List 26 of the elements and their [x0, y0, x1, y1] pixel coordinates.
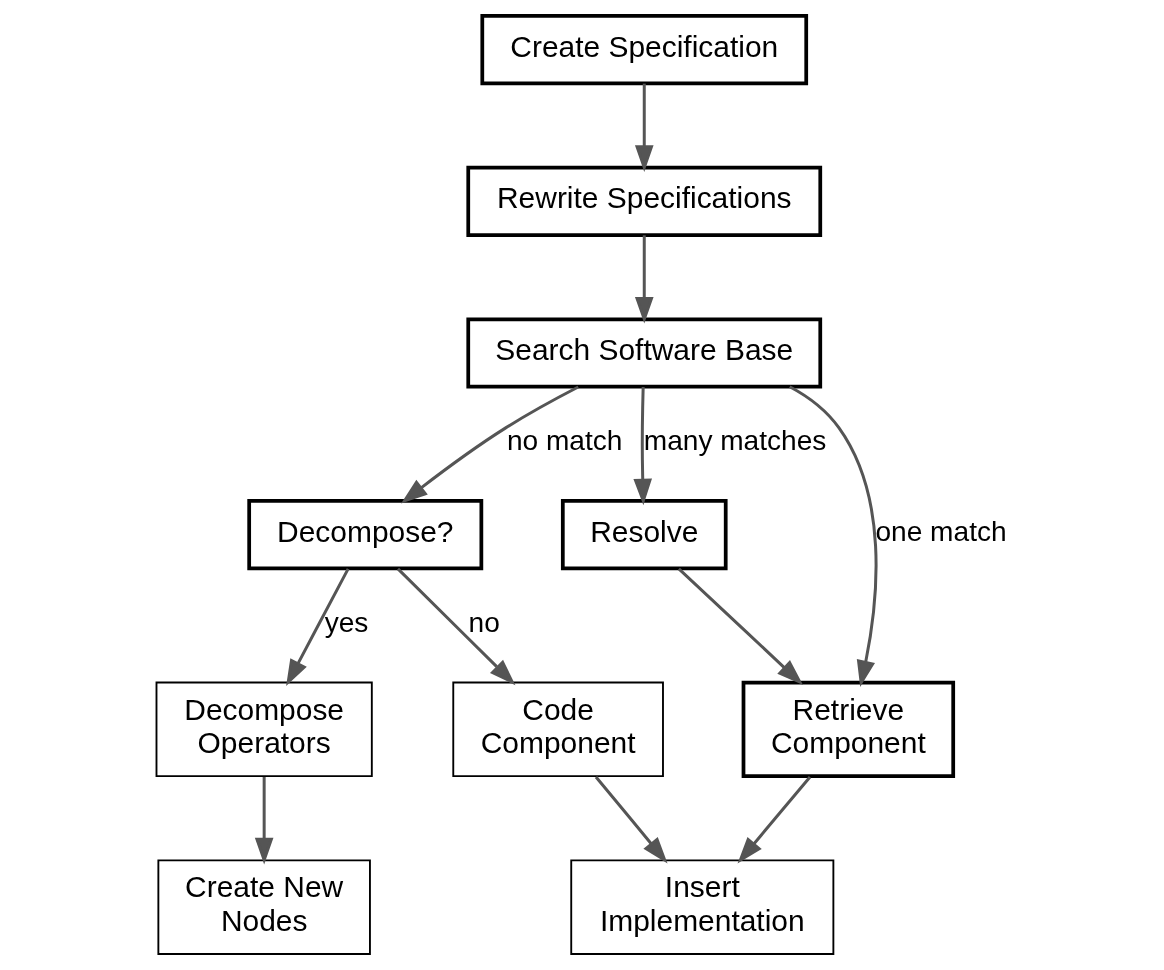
node-box: Resolve: [560, 499, 728, 571]
node-box: Code Component: [452, 681, 664, 778]
node-box: Create New Nodes: [157, 859, 371, 955]
arrow: [677, 567, 804, 686]
node-box: Decompose Operators: [155, 681, 373, 778]
arrow: [634, 83, 654, 172]
arrow: [401, 385, 579, 504]
arrow: [634, 235, 654, 324]
edge-label: one match: [875, 516, 1007, 548]
arrow: [737, 776, 812, 864]
edge-label: no: [468, 606, 500, 638]
arrow: [789, 385, 878, 687]
arrow: [254, 776, 274, 865]
arrow: [633, 386, 653, 506]
edge-label: many matches: [643, 425, 827, 457]
node-box: Decompose?: [247, 499, 484, 571]
node-box: Insert Implementation: [570, 859, 835, 955]
node-box: Create Specification: [480, 14, 809, 86]
edge-label: no match: [506, 425, 623, 457]
node-box: Search Software Base: [466, 317, 823, 389]
node-box: Retrieve Component: [741, 680, 956, 779]
arrow: [594, 776, 668, 864]
arrow: [286, 568, 350, 687]
edge-label: yes: [324, 606, 369, 638]
node-box: Rewrite Specifications: [466, 165, 823, 237]
arrow: [396, 567, 516, 686]
